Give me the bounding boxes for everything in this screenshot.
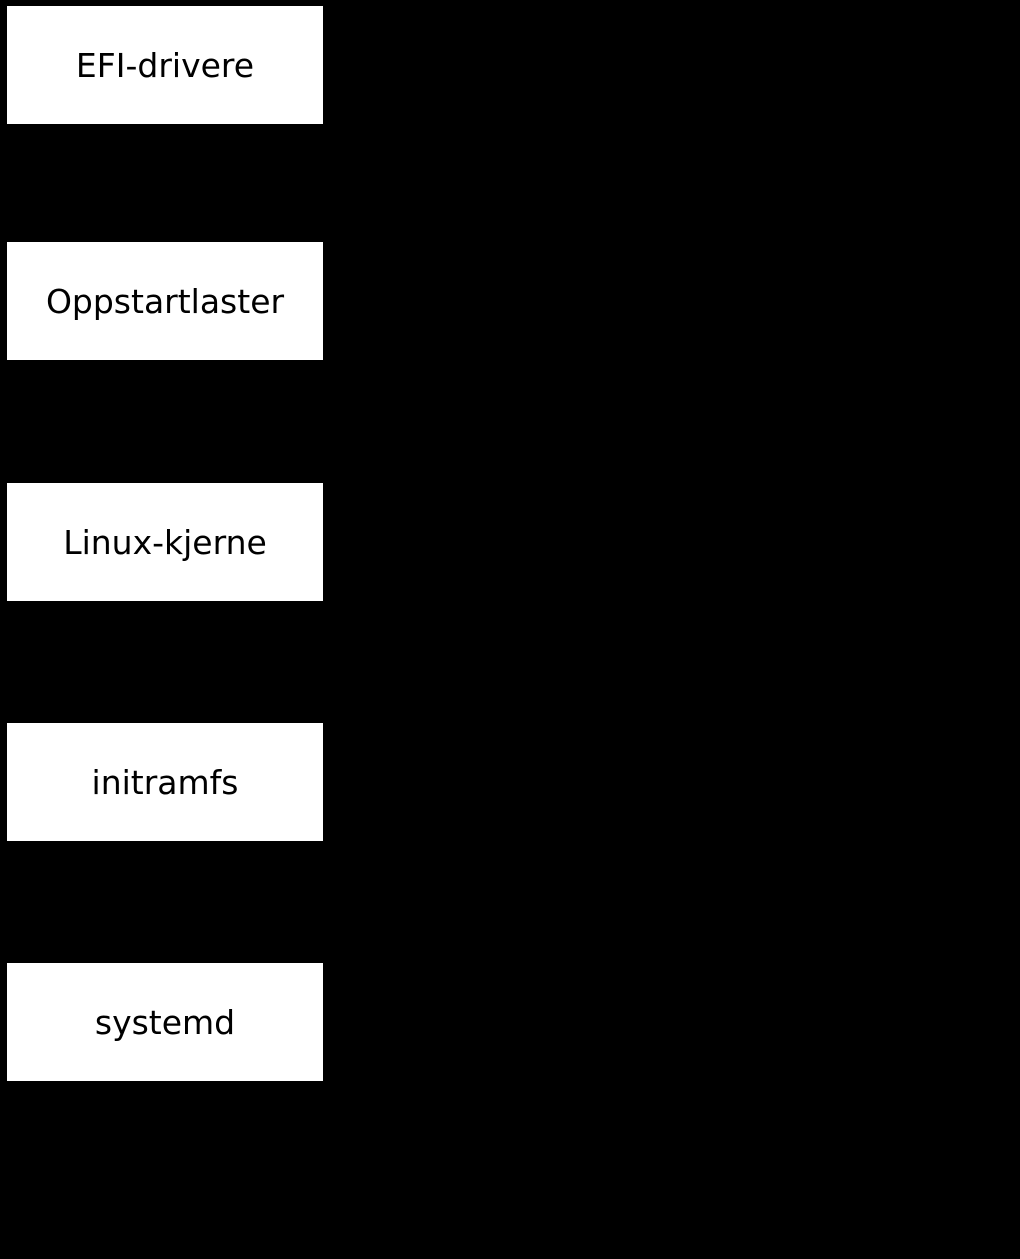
diagram-node-label: systemd (94, 1002, 236, 1042)
diagram-node-efi-drivere[interactable]: EFI-drivere (7, 6, 323, 124)
diagram-node-label: Oppstartlaster (45, 281, 285, 321)
diagram-node-oppstartlaster[interactable]: Oppstartlaster (7, 242, 323, 360)
diagram-node-initramfs[interactable]: initramfs (7, 723, 323, 841)
diagram-node-linux-kjerne[interactable]: Linux-kjerne (7, 483, 323, 601)
diagram-node-label: initramfs (91, 762, 239, 802)
diagram-node-label: Linux-kjerne (63, 522, 267, 562)
diagram-node-label: EFI-drivere (75, 45, 255, 85)
diagram-node-systemd[interactable]: systemd (7, 963, 323, 1081)
